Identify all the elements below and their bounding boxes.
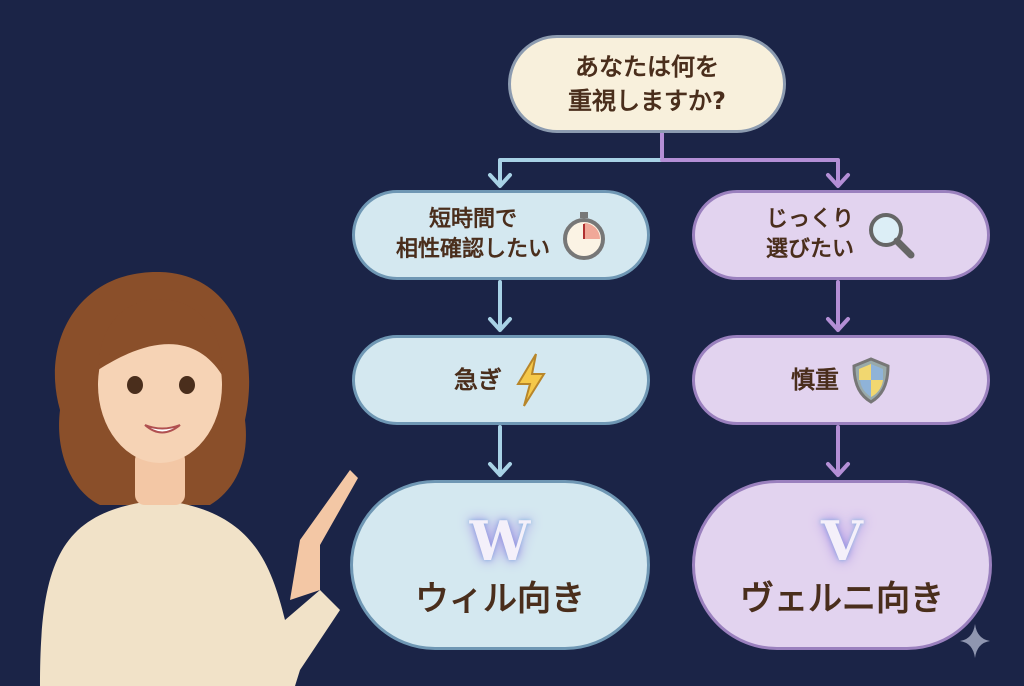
will-result-label: ウィル向き <box>415 578 585 619</box>
careful-choice-node: じっくり選びたい <box>692 190 990 280</box>
question-node: あなたは何を重視しますか? <box>508 35 786 133</box>
short-time-line1: 短時間で <box>428 207 517 232</box>
shield-icon <box>851 356 891 404</box>
verni-result-label: ヴェルニ向き <box>740 578 944 619</box>
careful-label: 慎重 <box>791 366 839 394</box>
hurry-label: 急ぎ <box>454 366 502 394</box>
will-logo-letter: W <box>469 508 531 573</box>
question-line2: 重視しますか? <box>568 87 726 115</box>
woman-pointing-illustration <box>40 271 358 686</box>
question-line1: あなたは何を <box>574 53 719 81</box>
careful-choice-line2: 選びたい <box>765 237 854 262</box>
stopwatch-icon <box>562 210 606 260</box>
careful-node: 慎重 <box>692 335 990 425</box>
lightning-icon <box>514 352 548 408</box>
careful-choice-line1: じっくり <box>765 207 854 232</box>
hurry-node: 急ぎ <box>352 335 650 425</box>
verni-logo-letter: V <box>821 508 863 573</box>
short-time-line2: 相性確認したい <box>395 237 550 262</box>
verni-result-node: V ヴェルニ向き <box>692 480 992 650</box>
will-result-node: W ウィル向き <box>350 480 650 650</box>
magnifier-icon <box>866 210 916 260</box>
sparkle-icon <box>960 624 990 658</box>
short-time-node: 短時間で相性確認したい <box>352 190 650 280</box>
